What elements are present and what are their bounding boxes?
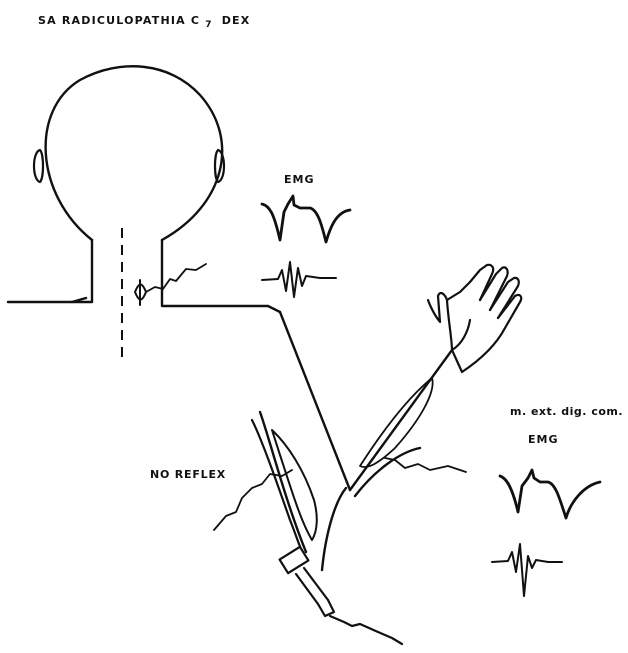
- emg-trace-top-positive-waves: [262, 196, 350, 242]
- emg-label-bottom: EMG: [528, 433, 559, 446]
- emg-trace-bottom-fibrillation: [492, 544, 562, 596]
- trunk-outline: [280, 312, 350, 490]
- forearm-electrode-lead: [385, 458, 466, 472]
- title-prefix: SA RADICULOPATHIA C: [38, 14, 200, 27]
- no-reflex-label: NO REFLEX: [150, 468, 226, 481]
- left-ear: [34, 150, 43, 182]
- head-outline: [46, 66, 223, 240]
- forearm-outline: [350, 350, 452, 496]
- right-ear: [215, 150, 224, 182]
- neck-electrode-lead: [146, 264, 206, 292]
- upper-arm-inner-outline: [252, 420, 304, 556]
- emg-trace-top-fibrillation: [262, 262, 336, 297]
- reflex-hammer: [280, 547, 402, 644]
- title-suffix: DEX: [222, 14, 251, 27]
- hand-outline: [428, 265, 521, 372]
- title-subscript: 7: [205, 20, 212, 30]
- emg-label-top: EMG: [284, 173, 315, 186]
- muscle-name-label: m. ext. dig. com.: [510, 405, 623, 418]
- neck-shoulder-left: [8, 240, 92, 302]
- diagram-title: SA RADICULOPATHIA C 7 DEX: [38, 14, 250, 30]
- nerve-root-lesion: [135, 280, 146, 305]
- emg-trace-bottom-positive-waves: [500, 470, 600, 518]
